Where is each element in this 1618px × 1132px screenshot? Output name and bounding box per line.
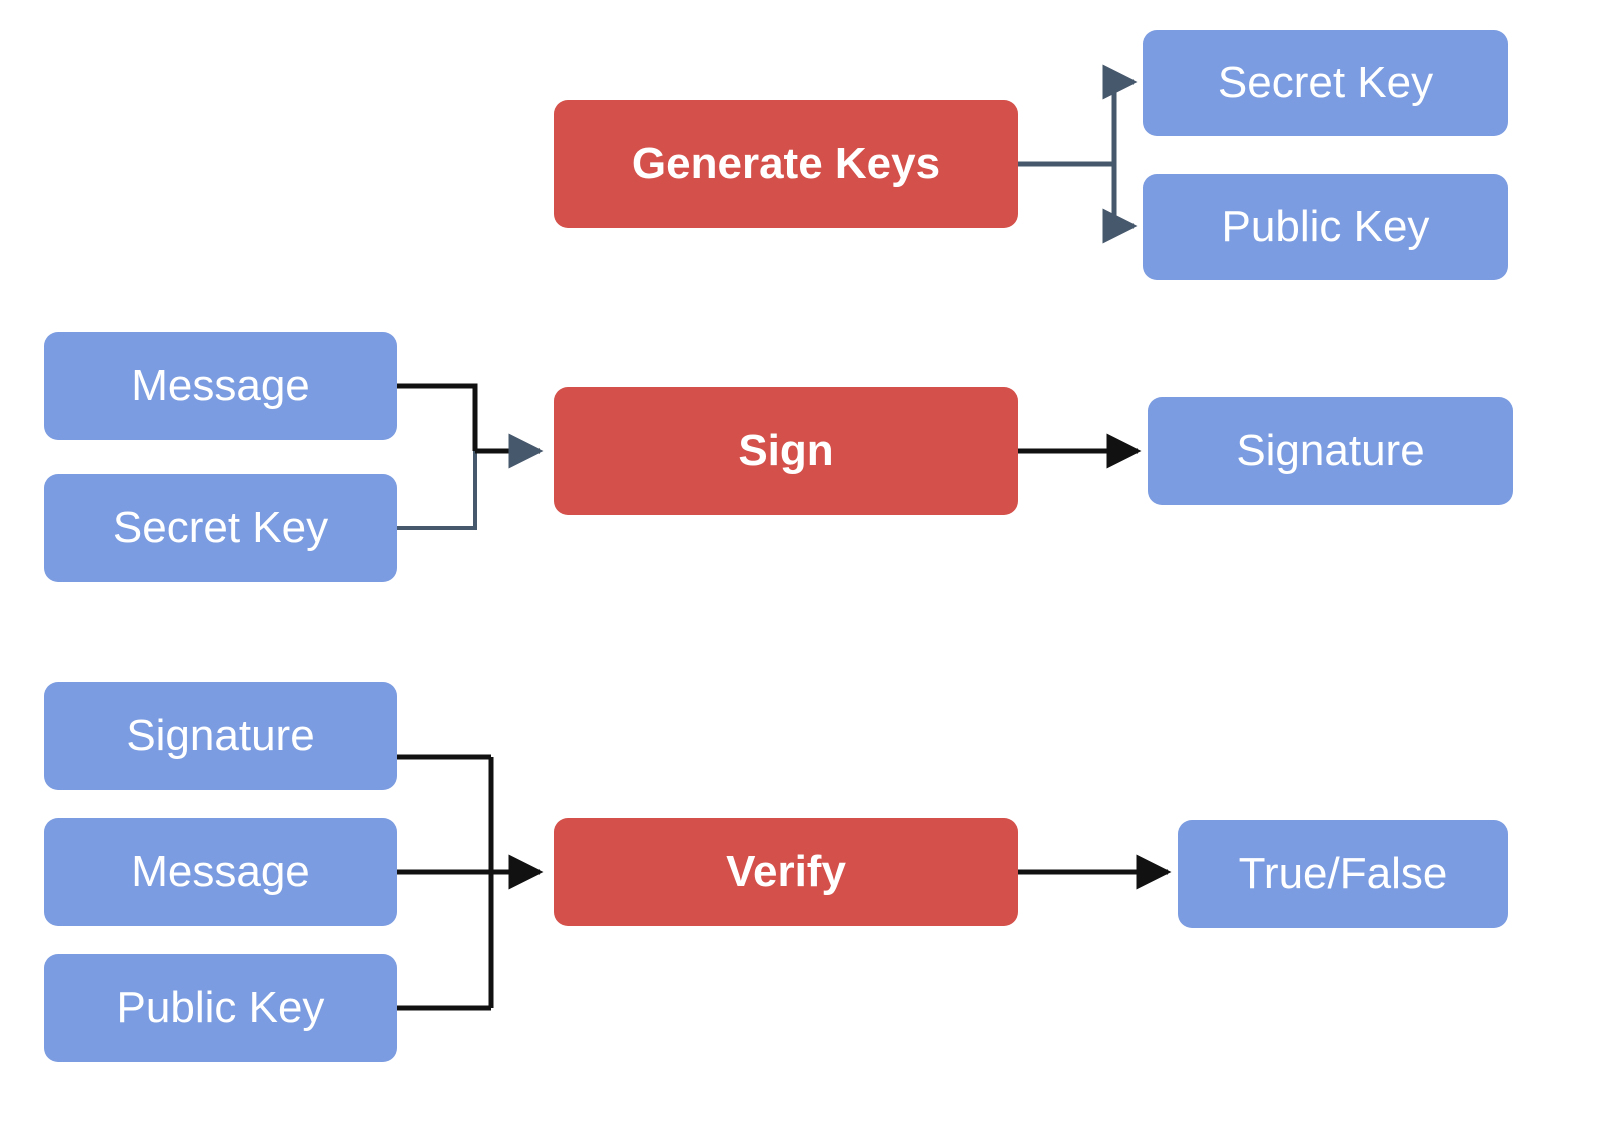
edge-message-to-sign [397,383,478,451]
process-generate-keys[interactable]: Generate Keys [554,100,1018,228]
data-signature-output[interactable]: Signature [1148,397,1513,505]
data-message-sign-input-label: Message [131,360,310,410]
data-public-key-verify-input[interactable]: Public Key [44,954,397,1062]
data-signature-verify-input[interactable]: Signature [44,682,397,790]
data-message-verify-input[interactable]: Message [44,818,397,926]
process-verify[interactable]: Verify [554,818,1018,926]
data-signature-verify-input-label: Signature [126,710,315,760]
edge-verify-input-bus [397,757,544,1008]
data-message-verify-input-label: Message [131,846,310,896]
process-sign[interactable]: Sign [554,387,1018,515]
edge-secret-key-to-sign [397,451,477,530]
data-signature-output-label: Signature [1236,425,1425,475]
data-true-false-output-label: True/False [1238,848,1448,898]
data-message-sign-input[interactable]: Message [44,332,397,440]
data-secret-key-sign-input-label: Secret Key [112,502,329,552]
data-public-key-output[interactable]: Public Key [1143,174,1508,280]
data-secret-key-output-label: Secret Key [1217,57,1434,107]
process-verify-label: Verify [726,846,846,896]
data-public-key-output-label: Public Key [1221,201,1430,251]
data-secret-key-output[interactable]: Secret Key [1143,30,1508,136]
edge-generate-keys-split [1018,64,1138,244]
data-public-key-verify-input-label: Public Key [116,982,325,1032]
data-secret-key-sign-input[interactable]: Secret Key [44,474,397,582]
data-true-false-output[interactable]: True/False [1178,820,1508,928]
process-sign-label: Sign [738,425,834,475]
process-generate-keys-label: Generate Keys [631,138,941,188]
